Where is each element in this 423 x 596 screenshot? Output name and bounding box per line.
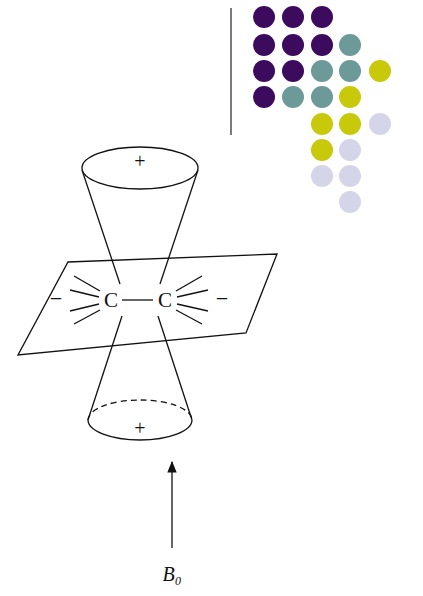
shield-ray	[176, 276, 202, 291]
shield-ray	[74, 310, 100, 324]
shield-ray	[177, 304, 208, 311]
molecular-plane	[18, 254, 277, 355]
field-label: B₀	[160, 563, 183, 585]
shield-ray	[177, 290, 208, 297]
cone-edge	[88, 316, 122, 420]
purple-dots	[253, 6, 333, 108]
bond-line	[122, 299, 153, 300]
decor-dots	[231, 6, 391, 213]
deshielding-sign: −	[214, 287, 230, 311]
teal-dots	[282, 34, 361, 108]
shielding-sign: +	[132, 417, 147, 439]
divider-line	[230, 8, 231, 135]
shield-ray	[70, 290, 99, 297]
yellow-dots	[311, 60, 391, 161]
shielding-sign: +	[132, 150, 147, 172]
field-arrow	[171, 462, 172, 548]
cone-edge	[158, 316, 192, 420]
shield-ray	[70, 304, 99, 311]
atom-symbol: C	[156, 289, 174, 312]
cone-edge	[160, 170, 198, 284]
shield-ray	[74, 276, 100, 291]
cone-edge	[82, 170, 120, 284]
shield-ray	[176, 310, 202, 324]
lavender-dots	[311, 113, 391, 213]
cone-figure	[18, 147, 277, 548]
top-cone-rim	[82, 147, 198, 189]
atom-symbol: C	[102, 289, 120, 312]
deshielding-sign: −	[48, 287, 64, 311]
